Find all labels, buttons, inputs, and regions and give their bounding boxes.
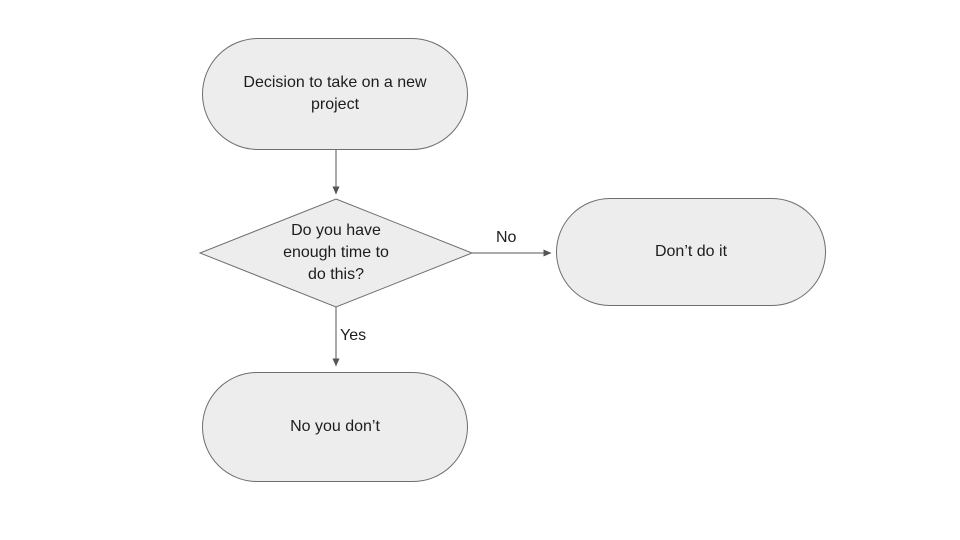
- node-no-you-dont[interactable]: No you don’t: [202, 372, 468, 482]
- node-dont-do-it-label: Don’t do it: [654, 243, 728, 260]
- node-dont-do-it[interactable]: Don’t do it: [556, 198, 826, 306]
- node-start-label: Decision to take on a new project: [243, 74, 427, 113]
- node-decision-label[interactable]: Do you have enough time to do this?: [283, 222, 389, 283]
- edge-label-yes: Yes: [340, 327, 367, 344]
- node-start[interactable]: Decision to take on a new project: [202, 38, 468, 150]
- edge-label-no: No: [496, 229, 517, 246]
- node-no-you-dont-label: No you don’t: [290, 418, 380, 435]
